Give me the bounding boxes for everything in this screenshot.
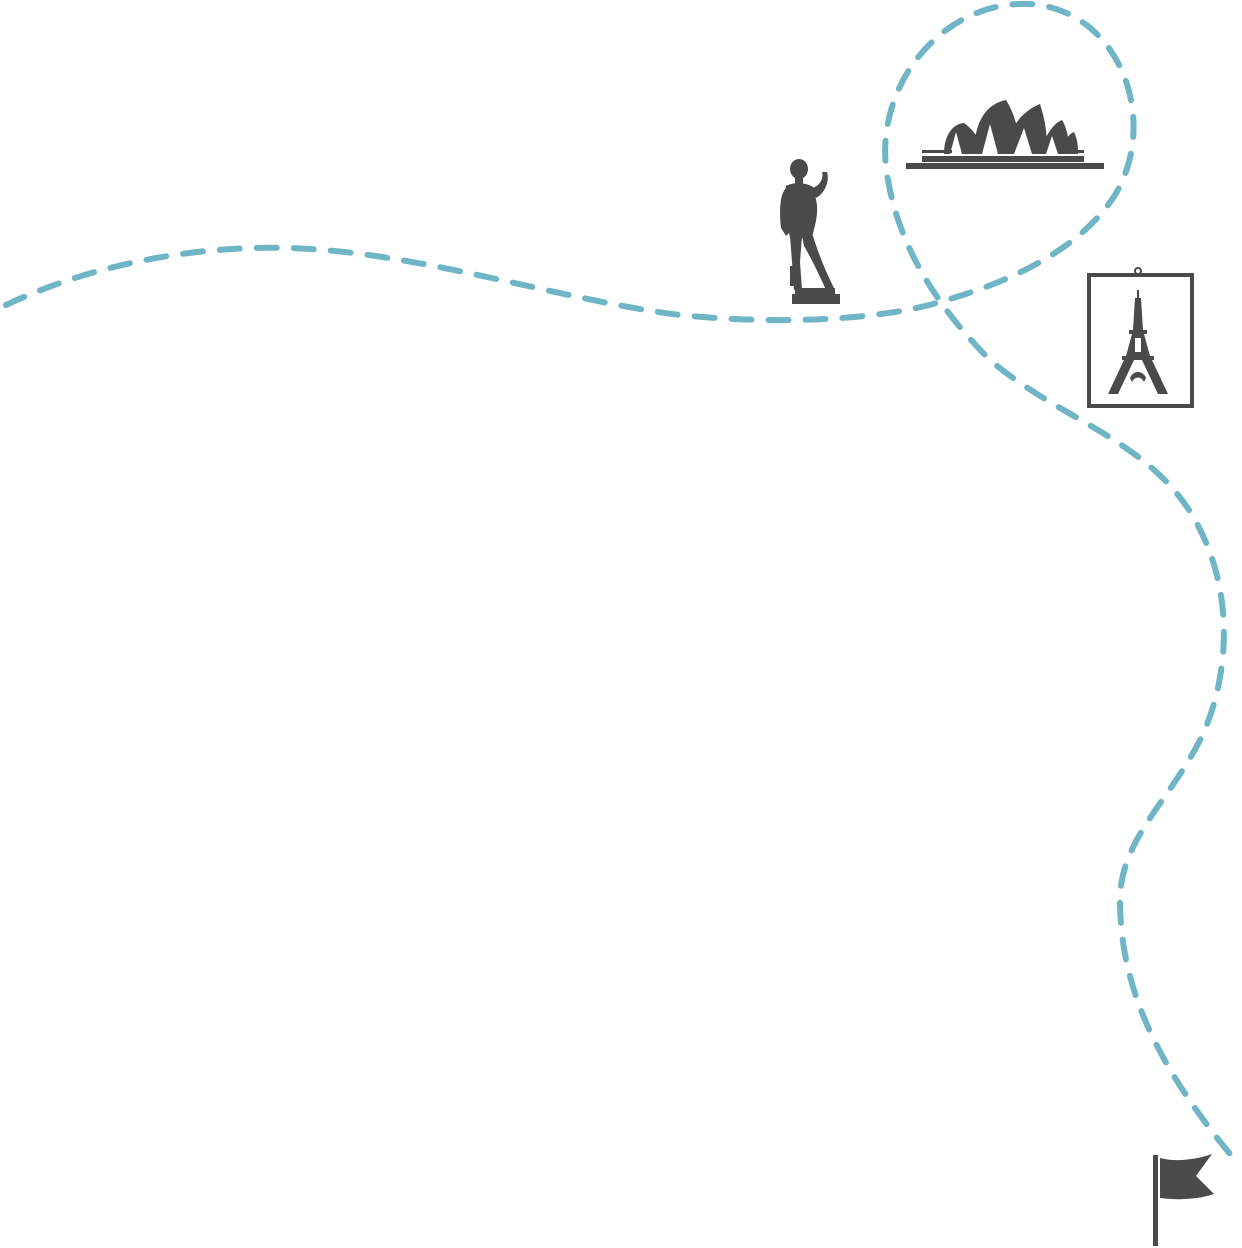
statue-of-david-icon (780, 159, 840, 304)
sydney-opera-house-icon (906, 100, 1104, 169)
dashed-route-path (3, 0, 1238, 1163)
finish-flag-icon (1153, 1154, 1214, 1246)
framed-eiffel-tower-icon (1087, 267, 1194, 408)
